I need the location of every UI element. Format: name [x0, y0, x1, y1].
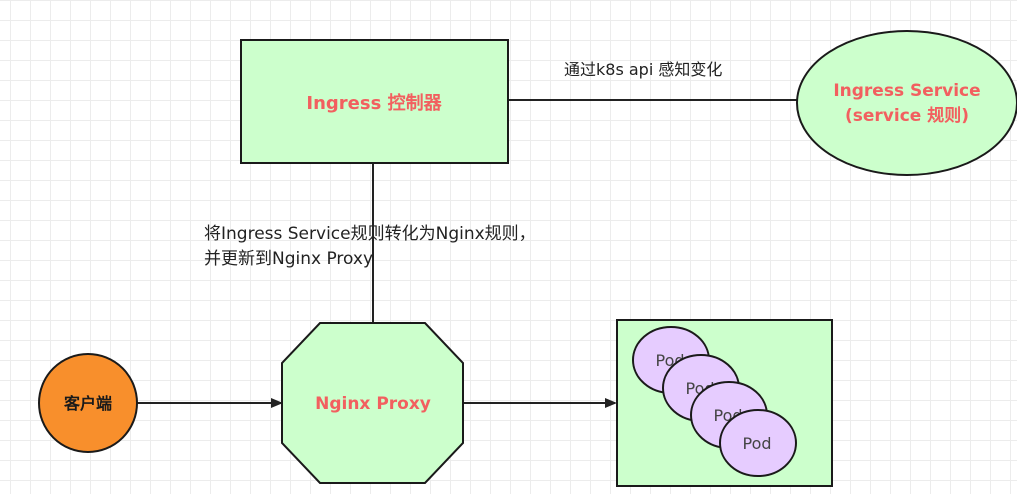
ingress-service-label-line2: (service 规则) [845, 105, 969, 126]
nginx-proxy-node [281, 322, 464, 484]
ingress-service-label-line1: Ingress Service [833, 81, 980, 101]
watch-edge-label: 通过k8s api 感知变化 [564, 60, 722, 79]
nginx-proxy-label: Nginx Proxy [315, 394, 431, 414]
client-node [38, 353, 138, 453]
ingress-controller-label: Ingress 控制器 [306, 92, 442, 114]
ingress-controller-node [240, 39, 509, 164]
pod-node-4 [719, 409, 797, 477]
client-label: 客户端 [64, 394, 112, 413]
ingress-service-node [796, 30, 1017, 176]
convert-edge-label-line2: 并更新到Nginx Proxy [204, 249, 374, 269]
pod-label-4: Pod [742, 434, 771, 453]
convert-edge-label-line1: 将Ingress Service规则转化为Nginx规则， [204, 224, 536, 244]
